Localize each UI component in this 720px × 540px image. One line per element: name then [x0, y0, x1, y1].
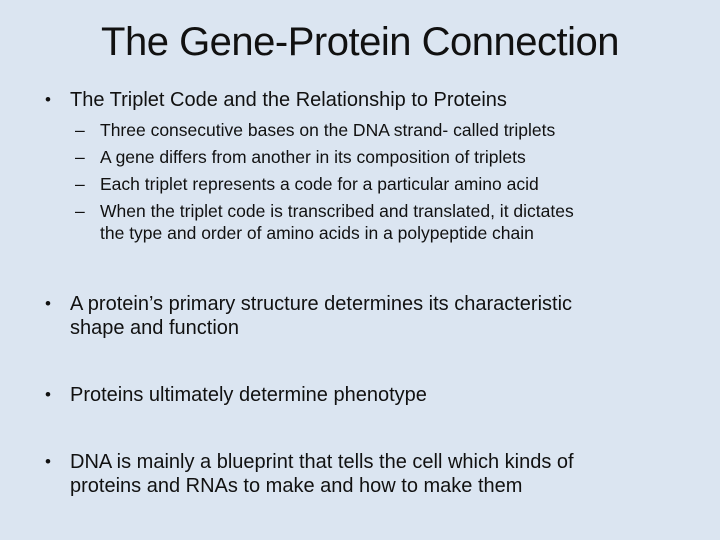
sub-bullet-text: A gene differs from another in its compo…	[100, 147, 526, 167]
sub-bullet-item: – A gene differs from another in its com…	[75, 146, 682, 168]
bullet-icon: •	[45, 294, 51, 313]
dash-icon: –	[75, 147, 85, 167]
sub-bullet-item: – Three consecutive bases on the DNA str…	[75, 119, 682, 141]
sub-bullet-item: – When the triplet code is transcribed a…	[75, 200, 682, 244]
sub-bullet-text: Three consecutive bases on the DNA stran…	[100, 120, 556, 140]
slide-title: The Gene-Protein Connection	[101, 20, 619, 64]
bullet-text: DNA is mainly a blueprint that tells the…	[70, 451, 574, 497]
bullet-text: Proteins ultimately determine phenotype	[70, 384, 427, 406]
sub-bullet-list: – Three consecutive bases on the DNA str…	[75, 119, 682, 244]
bullet-item: • A protein’s primary structure determin…	[45, 292, 682, 340]
bullet-text: A protein’s primary structure determines…	[70, 293, 573, 339]
bullet-item: • Proteins ultimately determine phenotyp…	[45, 383, 682, 407]
dash-icon: –	[75, 120, 85, 140]
spacer	[45, 249, 682, 292]
bullet-icon: •	[45, 90, 51, 109]
sub-bullet-text: When the triplet code is transcribed and…	[100, 201, 574, 243]
spacer	[45, 340, 682, 383]
slide-body: • The Triplet Code and the Relationship …	[45, 88, 682, 498]
bullet-icon: •	[45, 452, 51, 471]
bullet-icon: •	[45, 385, 51, 404]
bullet-text: The Triplet Code and the Relationship to…	[70, 89, 507, 111]
sub-bullet-item: – Each triplet represents a code for a p…	[75, 173, 682, 195]
dash-icon: –	[75, 201, 85, 221]
bullet-item: • DNA is mainly a blueprint that tells t…	[45, 450, 682, 498]
dash-icon: –	[75, 174, 85, 194]
bullet-item: • The Triplet Code and the Relationship …	[45, 88, 682, 112]
spacer	[45, 407, 682, 450]
sub-bullet-text: Each triplet represents a code for a par…	[100, 174, 539, 194]
